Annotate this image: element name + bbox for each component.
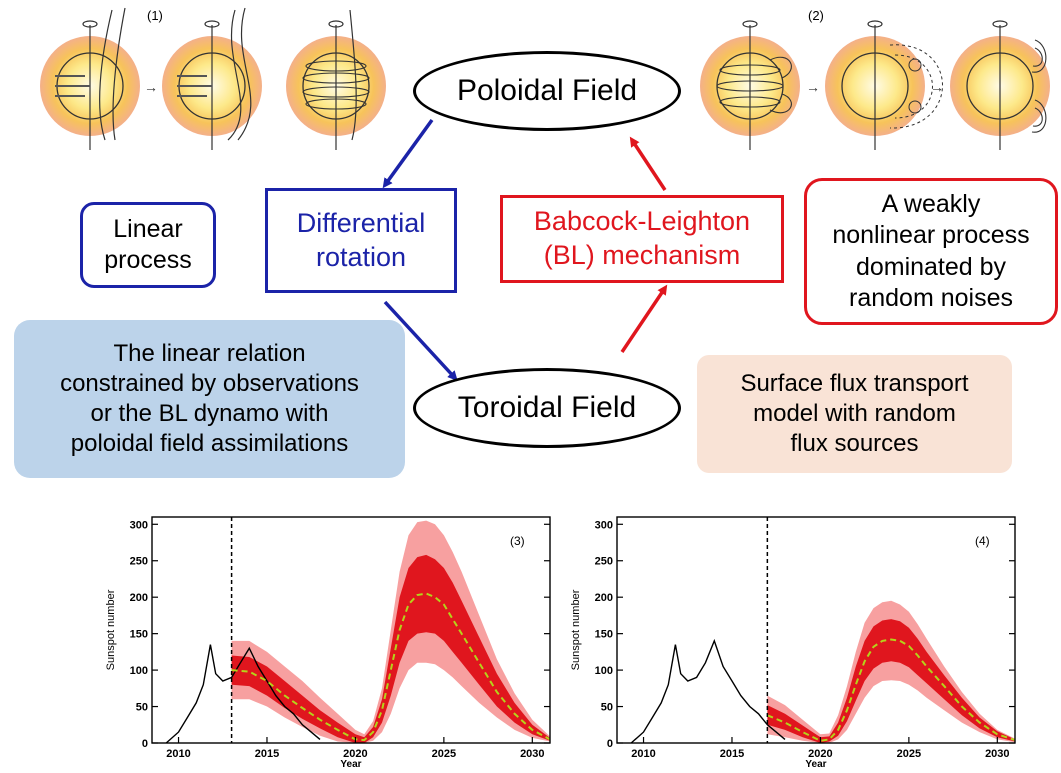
panel2-label: (2): [808, 8, 824, 23]
weak-line2: nonlinear process: [832, 221, 1030, 250]
bl-mechanism-box: Babcock-Leighton (BL) mechanism: [500, 195, 784, 283]
x-tick-label: 2015: [255, 748, 279, 760]
linear-line1: Linear: [113, 214, 183, 243]
svg-text:→: →: [930, 79, 944, 95]
weak-line3: dominated by: [855, 252, 1007, 281]
left-note-line2: constrained by observations: [60, 370, 359, 397]
forecast-outer-band: [767, 600, 1015, 743]
svg-text:→: →: [144, 79, 158, 95]
y-tick-label: 250: [130, 556, 148, 568]
y-tick-label: 0: [142, 738, 148, 750]
forecast-mean-line: [767, 638, 1016, 742]
chart-panel-label: (4): [975, 534, 990, 548]
differential-rotation-box: Differential rotation: [265, 188, 457, 293]
sunspot-chart-4: 0 50 100 150 200 250 300 2010 2015 2020 2025 2030Ye…: [570, 516, 1016, 770]
x-tick-label: 2020: [343, 748, 367, 760]
y-axis-label: Sunspot number: [570, 589, 582, 670]
svg-text:→: →: [806, 79, 820, 95]
bl-line2: (BL) mechanism: [543, 240, 741, 270]
arrow-poloidal-to-diff: [382, 118, 434, 189]
arrow-toroidal-to-bl: [620, 284, 668, 353]
y-tick-label: 150: [595, 629, 613, 641]
sunspot-chart-3: 0 50 100 150 200 250 300 2010 2015 2020 2025 2030Ye…: [105, 516, 551, 770]
y-tick-label: 200: [130, 592, 148, 604]
sun-sphere-icon: [286, 9, 386, 150]
weak-line1: A weakly: [881, 190, 981, 218]
linear-line2: process: [104, 246, 192, 274]
plot-frame: [616, 516, 1016, 744]
sun-sphere-icon: [40, 7, 140, 150]
observed-sunspot-line: [165, 644, 321, 744]
x-tick-label: 2010: [166, 748, 190, 760]
weak-line4: random noises: [849, 283, 1013, 312]
y-tick-label: 250: [595, 556, 613, 568]
x-tick-label: 2025: [432, 748, 456, 760]
right-note-line2: model with random: [753, 400, 956, 427]
differential-line2: rotation: [315, 241, 407, 272]
panel2-illustration: → →: [700, 20, 1050, 150]
y-tick-label: 150: [130, 629, 148, 641]
y-tick-label: 200: [595, 592, 613, 604]
panel1-illustration: →: [40, 7, 386, 150]
poloidal-field-label: Poloidal Field: [456, 74, 638, 107]
sun-sphere-icon: [700, 20, 800, 150]
y-axis-label: Sunspot number: [105, 589, 117, 670]
forecast-inner-band: [231, 554, 550, 743]
y-tick-label: 300: [130, 519, 148, 531]
sun-sphere-icon: [825, 20, 943, 150]
differential-line1: Differential: [296, 207, 426, 238]
forecast-inner-band: [767, 619, 1015, 743]
toroidal-field-node: Toroidal Field: [413, 368, 681, 448]
y-tick-label: 100: [595, 665, 613, 677]
chart-panel-label: (3): [510, 534, 525, 548]
y-tick-label: 0: [607, 738, 613, 750]
left-note-line3: or the BL dynamo with: [90, 400, 329, 427]
x-tick-label: 2010: [631, 748, 655, 760]
y-tick-label: 50: [601, 702, 613, 714]
bl-line1: Babcock-Leighton: [533, 206, 751, 237]
cycle-arrows: [382, 118, 668, 381]
panel1-label: (1): [147, 8, 163, 23]
left-note-line1: The linear relation: [113, 340, 306, 367]
x-tick-label: 2025: [897, 748, 921, 760]
y-tick-label: 50: [136, 702, 148, 714]
surface-flux-note: Surface flux transport model with random…: [697, 355, 1012, 473]
arrow-bl-to-poloidal: [629, 136, 667, 191]
toroidal-field-label: Toroidal Field: [457, 391, 637, 424]
weakly-nonlinear-box: A weakly nonlinear process dominated by …: [804, 178, 1058, 325]
sun-sphere-icon: [162, 7, 262, 150]
right-note-line1: Surface flux transport: [740, 370, 969, 397]
x-tick-label: 2020: [808, 748, 832, 760]
x-axis-label: Year: [805, 759, 826, 770]
y-tick-label: 300: [595, 519, 613, 531]
arrow-diff-to-toroidal: [383, 300, 458, 381]
forecast-mean-line: [231, 592, 551, 742]
poloidal-field-node: Poloidal Field: [413, 51, 681, 131]
linear-process-box: Linear process: [80, 202, 216, 288]
x-tick-label: 2015: [720, 748, 744, 760]
x-tick-label: 2030: [985, 748, 1009, 760]
sun-sphere-icon: [950, 20, 1050, 150]
x-axis-label: Year: [340, 759, 361, 770]
forecast-outer-band: [231, 520, 550, 743]
observed-sunspot-line: [630, 638, 786, 744]
y-tick-label: 100: [130, 665, 148, 677]
right-note-line3: flux sources: [790, 430, 919, 457]
linear-relation-note: The linear relation constrained by obser…: [14, 320, 405, 478]
x-tick-label: 2030: [520, 748, 544, 760]
plot-frame: [151, 516, 551, 744]
left-note-line4: poloidal field assimilations: [70, 430, 349, 457]
